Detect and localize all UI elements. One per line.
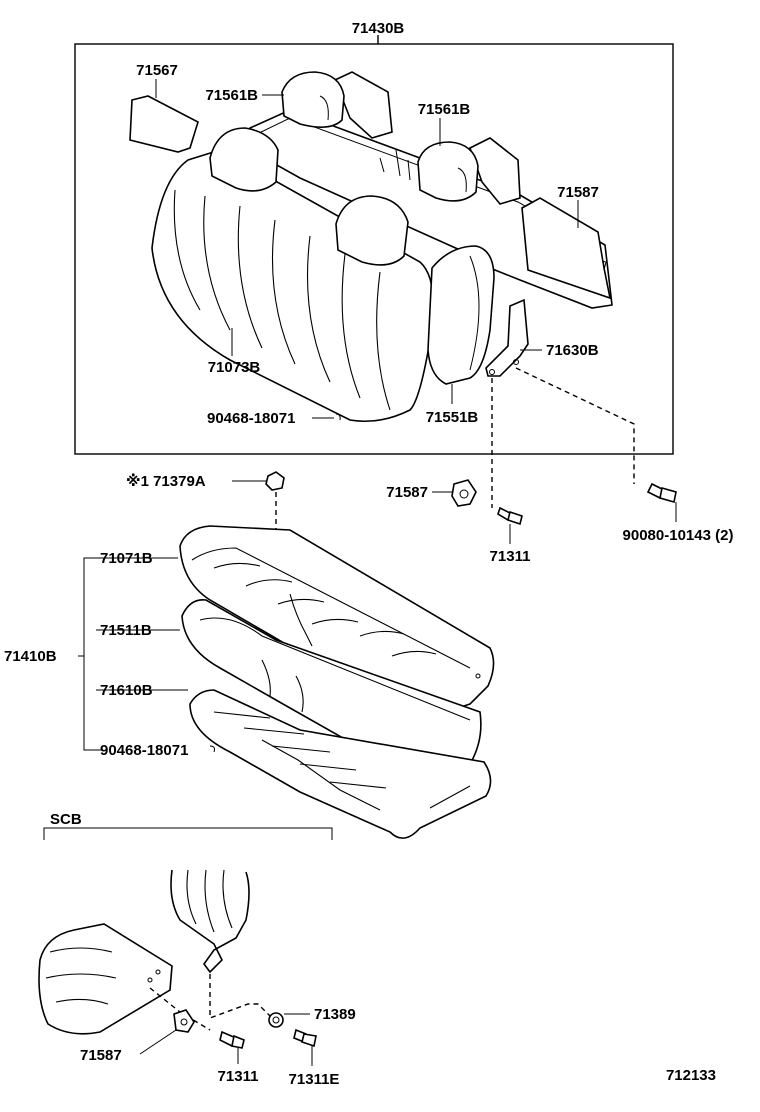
part-71587-scb-clip — [173, 1009, 195, 1033]
label-71610B: 71610B — [100, 682, 153, 699]
part-71587-clip — [451, 479, 477, 507]
label-71587-back: 71587 — [557, 184, 599, 201]
label-71071B: 71071B — [100, 550, 153, 567]
figure-number: 712133 — [666, 1067, 716, 1084]
part-71561B-headrest-right — [417, 141, 479, 202]
part-71071B-cushion-cover — [179, 525, 495, 715]
part-71561B-headrest-left — [281, 71, 345, 128]
label-71311-scb: 71311 — [218, 1068, 259, 1085]
part-71630B-hinge — [485, 298, 529, 377]
label-SCB: SCB — [50, 811, 82, 828]
part-71311-bolt — [497, 506, 523, 526]
seatback-assembly-frame — [74, 43, 674, 455]
part-71389-nut — [268, 1012, 284, 1028]
part-71311E-bolt — [293, 1028, 317, 1048]
label-71587-scb: 71587 — [80, 1047, 122, 1064]
label-90468-18071-back: 90468-18071 — [207, 410, 295, 427]
part-71551B-side-pad — [427, 245, 495, 385]
part-71311-scb-bolt — [219, 1030, 245, 1049]
label-71073B: 71073B — [208, 359, 261, 376]
part-71567-bracket — [129, 95, 199, 153]
label-71587-clip: 71587 — [386, 484, 428, 501]
label-71561B-left: 71561B — [205, 87, 258, 104]
label-71410B: 71410B — [4, 648, 57, 665]
part-71379A-lock-pin — [265, 471, 285, 491]
part-71073B-seatback-cover — [151, 127, 435, 423]
scb-seat-detail — [38, 869, 250, 1035]
part-71587-back-bracket — [521, 197, 612, 300]
label-71511B: 71511B — [100, 622, 152, 639]
part-71610B-cushion-frame — [189, 689, 492, 839]
label-71430B: 71430B — [352, 20, 405, 37]
label-90080-10143: 90080-10143 (2) — [623, 527, 734, 544]
label-71551B: 71551B — [426, 409, 479, 426]
seatback-frame — [249, 71, 613, 309]
label-71389: 71389 — [314, 1006, 356, 1023]
label-71630B: 71630B — [546, 342, 599, 359]
label-71311E: 71311E — [289, 1071, 340, 1088]
label-71561B-right: 71561B — [418, 101, 471, 118]
part-90080-10143-bolt — [646, 482, 677, 504]
label-71567: 71567 — [136, 62, 178, 79]
label-90468-18071-cushion: 90468-18071 — [100, 742, 188, 759]
label-71379A: ※1 71379A — [126, 472, 206, 490]
label-71311: 71311 — [490, 548, 531, 565]
